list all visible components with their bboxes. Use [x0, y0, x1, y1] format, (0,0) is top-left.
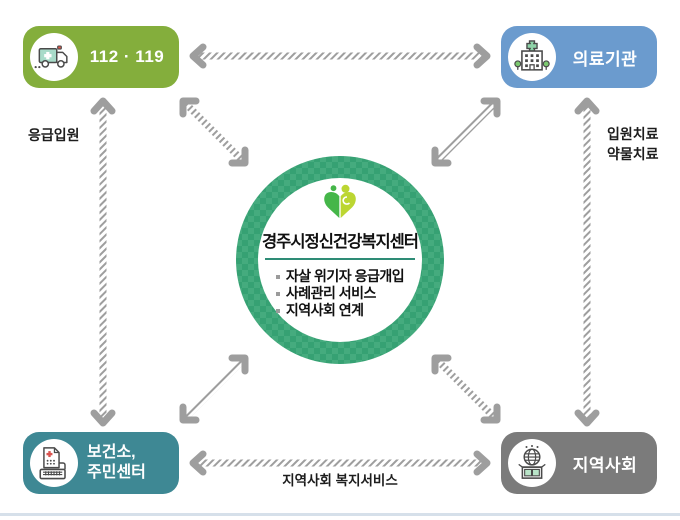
arrow-diagonal-top-left — [179, 97, 249, 167]
arrow-diagonal-bottom-right — [431, 354, 501, 424]
arrow-left-vertical — [90, 97, 116, 427]
ambulance-icon — [34, 45, 68, 69]
globe-box-icon — [518, 445, 546, 479]
bottom-divider — [0, 513, 680, 516]
edge-label-inpatient-medication: 입원치료 약물치료 — [607, 126, 659, 162]
center-circle-inner: 경주시정신건강복지센터 자살 위기자 응급개입 사례관리 서비스 지역사회 연계 — [258, 178, 422, 342]
service-item: 사례관리 서비스 — [275, 285, 404, 302]
edge-label-community-welfare-services: 지역사회 복지서비스 — [282, 473, 398, 488]
node-emergency-112-119: 112 · 119 — [23, 26, 179, 88]
two-people-heart-logo — [324, 184, 356, 218]
bullet-square-icon — [275, 291, 280, 296]
arrow-diagonal-bottom-left — [179, 354, 249, 424]
service-list: 자살 위기자 응급개입 사례관리 서비스 지역사회 연계 — [275, 268, 405, 319]
center-title: 경주시정신건강복지센터 — [262, 233, 419, 251]
arrow-diagonal-top-right — [431, 97, 501, 167]
bullet-square-icon — [275, 274, 280, 279]
node-local-community: 지역사회 — [501, 432, 657, 494]
arrow-bottom-horizontal — [189, 450, 491, 476]
service-item: 자살 위기자 응급개입 — [275, 268, 405, 285]
icon-circle — [508, 439, 556, 487]
arrow-top-horizontal — [189, 43, 491, 69]
node-label-public-health: 보건소, 주민센터 — [87, 444, 146, 481]
node-label-emergency: 112 · 119 — [89, 47, 165, 66]
center-circle: 경주시정신건강복지센터 자살 위기자 응급개입 사례관리 서비스 지역사회 연계 — [236, 156, 444, 364]
node-label-medical: 의료기관 — [572, 49, 638, 69]
service-item: 지역사회 연계 — [275, 302, 404, 319]
node-public-health-center: 보건소, 주민센터 — [23, 432, 179, 494]
document-keyboard-icon — [39, 447, 66, 480]
bullet-square-icon — [275, 308, 280, 313]
node-label-community: 지역사회 — [572, 455, 638, 475]
hospital-icon — [514, 40, 550, 71]
icon-circle — [30, 439, 78, 487]
icon-circle — [508, 33, 556, 81]
center-divider-line — [265, 258, 415, 260]
edge-label-emergency-admission: 응급입원 — [28, 127, 80, 143]
icon-circle — [30, 33, 78, 81]
node-medical-institution: 의료기관 — [501, 26, 657, 88]
arrow-right-vertical — [574, 97, 600, 427]
